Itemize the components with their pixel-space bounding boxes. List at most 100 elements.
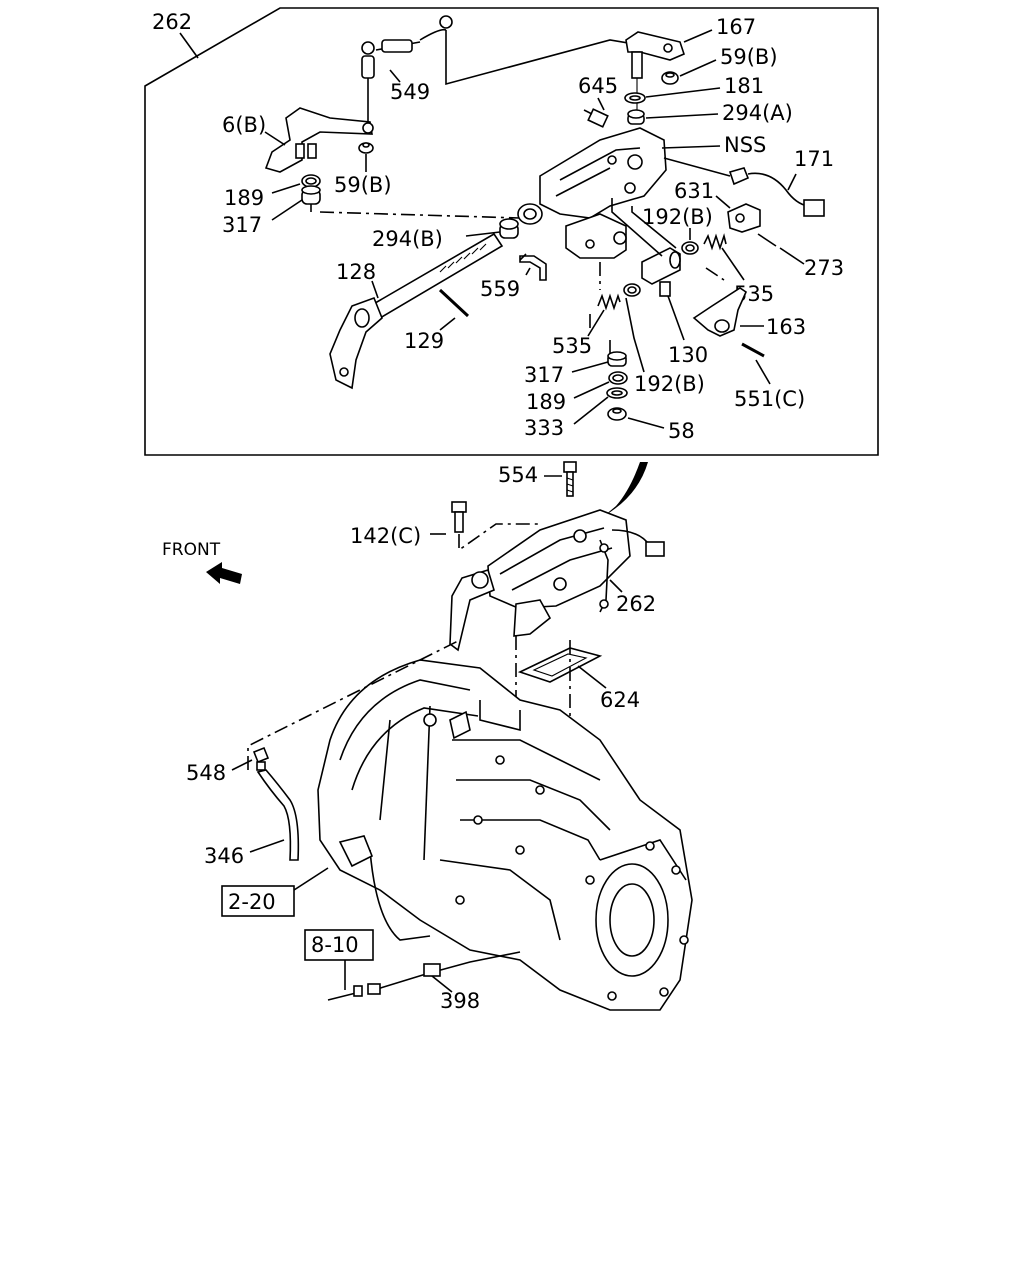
leader-294b (465, 231, 501, 237)
leader-58 (627, 417, 665, 429)
callout-181: 181 (724, 74, 764, 98)
callout-624: 624 (600, 688, 640, 712)
centerline-163 (705, 267, 725, 281)
callout-317-bot: 317 (524, 363, 564, 387)
leader-262-top (179, 32, 199, 59)
leader-548 (231, 759, 253, 771)
connector-171 (663, 157, 731, 177)
callout-189-top: 189 (224, 186, 264, 210)
callout-333: 333 (524, 416, 564, 440)
leader-346 (249, 839, 285, 853)
callout-130: 130 (668, 343, 708, 367)
callout-129: 129 (404, 329, 444, 353)
lever-163 (692, 287, 748, 337)
washer-192b-top-hole (685, 244, 695, 252)
callout-59b-mid: 59(B) (334, 173, 392, 197)
leader-171 (787, 173, 797, 191)
inset-pointer-arrow (604, 462, 648, 516)
callout-59b-top: 59(B) (720, 45, 778, 69)
shaft-128 (329, 232, 504, 390)
leader-317-top (271, 199, 303, 221)
bushing-317-top (301, 185, 321, 205)
gasket-624 (517, 647, 603, 683)
switch-645 (583, 108, 609, 128)
callout-398: 398 (440, 989, 480, 1013)
leader-294a (645, 113, 719, 119)
callout-294b: 294(B) (372, 227, 443, 251)
centerline-142c (458, 523, 540, 552)
callout-551c: 551(C) (734, 387, 805, 411)
callout-nss: NSS (724, 133, 766, 157)
callout-142c: 142(C) (350, 524, 421, 548)
washer-189-top-hole (305, 177, 317, 185)
callout-549: 549 (390, 80, 430, 104)
leader-559 (525, 267, 531, 276)
bolt-142c (451, 501, 467, 533)
pin-273 (757, 233, 777, 247)
pin-129 (438, 288, 470, 318)
leader-333 (573, 396, 609, 425)
washer-181-hole (629, 95, 641, 101)
switch-171 (728, 167, 825, 217)
centerline-shaft (319, 211, 521, 219)
callout-294a: 294(A) (722, 101, 793, 125)
washer-189-bot-hole (612, 374, 624, 382)
callout-554: 554 (498, 463, 538, 487)
ref-box-8-10 (304, 929, 374, 961)
leader-189-top (271, 183, 301, 194)
leader-631 (715, 195, 731, 209)
leader-645 (597, 97, 605, 111)
leader-2-20 (293, 867, 329, 891)
cable-398 (327, 951, 521, 1001)
bracket-6b (264, 107, 374, 173)
front-arrow-icon (206, 562, 242, 584)
breather-559 (519, 255, 547, 281)
pin-551c (741, 342, 765, 358)
tick-559 (519, 253, 527, 261)
inset-frame (144, 7, 879, 456)
shift-housing-nss (517, 127, 667, 259)
washer-192b-bot-hole (627, 286, 637, 294)
bushing-317-bot (607, 351, 627, 367)
callout-262-bot: 262 (616, 592, 656, 616)
link-rod-549 (361, 15, 453, 128)
washer-333-hole (611, 390, 623, 396)
callout-273: 273 (804, 256, 844, 280)
plunger-631 (727, 203, 761, 233)
bolt-554 (563, 461, 577, 497)
callout-128: 128 (336, 260, 376, 284)
leader-398 (431, 975, 453, 993)
transmission-case (317, 659, 693, 1011)
callout-192b-bot: 192(B) (634, 372, 705, 396)
connector-line-167 (445, 30, 641, 86)
callout-58: 58 (668, 419, 695, 443)
clip-548 (252, 746, 270, 771)
callout-2-20: 2-20 (228, 890, 276, 914)
callout-192b-top: 192(B) (642, 205, 713, 229)
callout-346: 346 (204, 844, 244, 868)
ref-box-2-20 (221, 885, 295, 917)
leader-535-mid (587, 309, 605, 337)
leader-262-bot (609, 579, 623, 593)
leader-6b (264, 131, 286, 146)
seal-294b (499, 218, 519, 239)
callout-8-10: 8-10 (311, 933, 359, 957)
callout-645: 645 (578, 74, 618, 98)
callout-262-top: 262 (152, 10, 192, 34)
callout-6b: 6(B) (222, 113, 266, 137)
leader-273 (779, 247, 805, 265)
callout-548: 548 (186, 761, 226, 785)
leader-189-bot (573, 381, 610, 399)
callout-559: 559 (480, 277, 520, 301)
leader-59b-top (679, 59, 717, 77)
leader-129 (439, 317, 456, 331)
callout-189-bot: 189 (526, 390, 566, 414)
connector-192b-top (631, 206, 677, 249)
callout-535-mid: 535 (552, 334, 592, 358)
connector-130 (611, 198, 663, 257)
callout-171: 171 (794, 147, 834, 171)
seal-294a (627, 109, 645, 125)
front-label: FRONT (162, 540, 221, 560)
leader-128 (371, 280, 379, 299)
